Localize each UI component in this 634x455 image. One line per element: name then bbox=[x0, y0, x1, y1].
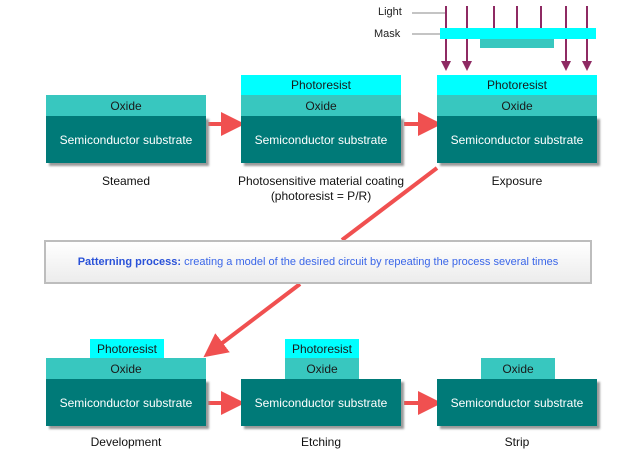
mask-center bbox=[480, 39, 554, 48]
oxide-layer: Oxide bbox=[46, 358, 206, 379]
photoresist-layer: Photoresist bbox=[241, 75, 401, 95]
oxide-layer: Oxide bbox=[46, 95, 206, 116]
caption-etching: Etching bbox=[300, 435, 342, 449]
substrate-layer: Semiconductor substrate bbox=[241, 379, 401, 426]
substrate-layer: Semiconductor substrate bbox=[46, 379, 206, 426]
banner-title: Patterning process: bbox=[77, 256, 182, 268]
caption-exposure: Exposure bbox=[491, 174, 543, 188]
caption-development: Development bbox=[90, 435, 162, 449]
patterning-process-banner: Patterning process: creating a model of … bbox=[44, 240, 592, 284]
photoresist-layer: Photoresist bbox=[437, 75, 597, 95]
oxide-layer: Oxide bbox=[437, 95, 597, 116]
arrow-diagonal-upper bbox=[340, 166, 439, 242]
photoresist-layer: Photoresist bbox=[90, 339, 164, 358]
substrate-layer: Semiconductor substrate bbox=[437, 116, 597, 163]
caption-steamed: Steamed bbox=[101, 174, 151, 188]
mask bbox=[440, 28, 596, 39]
photoresist-layer: Photoresist bbox=[285, 339, 359, 358]
light-label: Light bbox=[378, 6, 402, 18]
substrate-layer: Semiconductor substrate bbox=[46, 116, 206, 163]
mask-label: Mask bbox=[374, 28, 401, 40]
substrate-layer: Semiconductor substrate bbox=[241, 116, 401, 163]
caption-coating-line2: (photoresist = P/R) bbox=[270, 189, 372, 203]
oxide-layer: Oxide bbox=[481, 358, 555, 379]
caption-coating-line1: Photosensitive material coating bbox=[237, 174, 405, 188]
caption-strip: Strip bbox=[504, 435, 530, 449]
oxide-layer: Oxide bbox=[285, 358, 359, 379]
oxide-layer: Oxide bbox=[241, 95, 401, 116]
arrow-diagonal-lower bbox=[203, 282, 302, 358]
banner-text: creating a model of the desired circuit … bbox=[184, 256, 559, 268]
substrate-layer: Semiconductor substrate bbox=[437, 379, 597, 426]
